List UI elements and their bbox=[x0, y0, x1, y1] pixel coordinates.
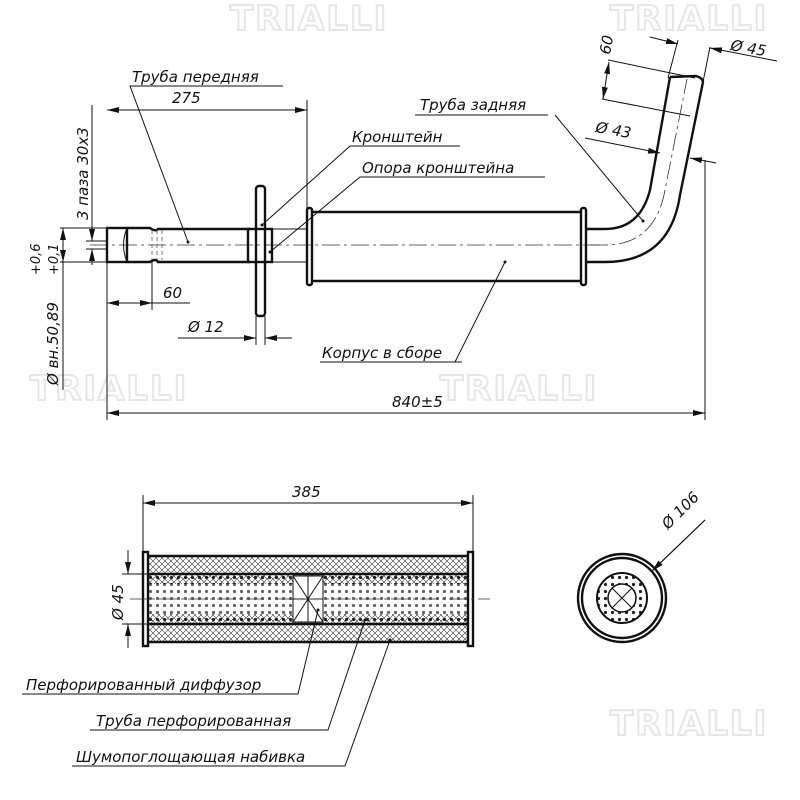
end-view: Ø 106 bbox=[576, 488, 706, 644]
front-pipe bbox=[90, 226, 600, 264]
watermark-logo: TRIALLI bbox=[610, 704, 768, 744]
muffler-section bbox=[130, 550, 490, 648]
watermarks: TRIALLI TRIALLI TRIALLI TRIALLI TRIALLI bbox=[29, 0, 768, 745]
label-rear-pipe: Труба задняя bbox=[420, 96, 526, 114]
muffler-body bbox=[305, 206, 588, 287]
dimension-texts-top: 275 60 Ø 12 840±5 3 паза 30x3 Ø вн.50,89… bbox=[29, 34, 768, 411]
watermark-logo: TRIALLI bbox=[30, 369, 188, 409]
label-perforated-pipe: Труба перфорированная bbox=[96, 712, 291, 730]
dimensions-top bbox=[60, 36, 778, 420]
dim-840: 840±5 bbox=[392, 393, 443, 411]
label-bracket: Кронштейн bbox=[352, 128, 443, 146]
watermark-logo: TRIALLI bbox=[440, 369, 598, 409]
leaders-section: Перфорированный диффузор Труба перфориро… bbox=[22, 608, 392, 767]
labels-top: Труба передняя Кронштейн Опора кронштейн… bbox=[132, 68, 526, 362]
label-front-pipe: Труба передняя bbox=[132, 68, 259, 86]
dim-diameter-45: Ø 45 bbox=[728, 36, 767, 60]
dim-inner-diameter: Ø вн.50,89 bbox=[44, 302, 62, 386]
watermark-logo: TRIALLI bbox=[610, 0, 768, 39]
dim-tolerance-upper: +0,6 bbox=[29, 243, 44, 275]
leaders-top bbox=[129, 85, 645, 363]
dim-slots: 3 паза 30x3 bbox=[74, 127, 92, 220]
watermark-logo: TRIALLI bbox=[230, 0, 388, 39]
dim-section-diameter-45: Ø 45 bbox=[109, 584, 127, 621]
dim-diameter-12: Ø 12 bbox=[187, 318, 224, 336]
label-bracket-support: Опора кронштейна bbox=[362, 159, 514, 177]
dim-385: 385 bbox=[292, 483, 321, 501]
dim-diameter-43: Ø 43 bbox=[593, 118, 632, 142]
dim-275: 275 bbox=[172, 89, 201, 107]
bracket bbox=[246, 184, 307, 318]
label-perforated-diffuser: Перфорированный диффузор bbox=[26, 676, 261, 694]
dimensions-section: 385 Ø 45 bbox=[109, 483, 474, 648]
rear-pipe bbox=[586, 74, 705, 264]
dim-60-left: 60 bbox=[163, 284, 182, 302]
dim-tolerance-lower: +0,1 bbox=[47, 243, 62, 275]
label-sound-absorbing-packing: Шумопоглощающая набивка bbox=[76, 748, 305, 766]
dim-diameter-106: Ø 106 bbox=[657, 488, 702, 533]
dim-60-top: 60 bbox=[596, 34, 617, 56]
label-body-assembly: Корпус в сборе bbox=[322, 344, 442, 362]
